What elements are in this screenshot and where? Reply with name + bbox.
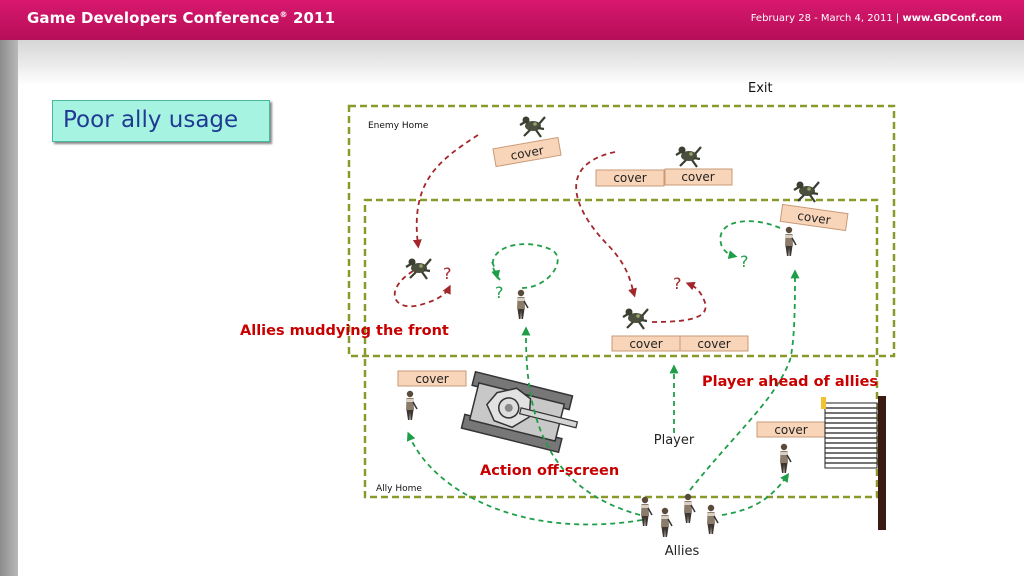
enemy-path-arrow xyxy=(393,270,451,308)
player-soldier-icon xyxy=(784,226,797,257)
conference-header: Game Developers Conference® 2011 Februar… xyxy=(0,0,1024,40)
cover-block: cover xyxy=(397,370,467,387)
cover-label: cover xyxy=(697,337,730,351)
ally-home-label: Ally Home xyxy=(376,484,422,494)
conference-dates: February 28 - March 4, 2011 | www.GDConf… xyxy=(751,13,1002,24)
conference-name: Game Developers Conference xyxy=(27,9,280,27)
ally-path-arrow xyxy=(721,473,790,516)
conference-year: 2011 xyxy=(292,9,336,27)
enemy-home-label: Enemy Home xyxy=(368,121,429,131)
dates-text: February 28 - March 4, 2011 | xyxy=(750,13,900,24)
wall-barrier xyxy=(821,396,886,530)
cover-block: cover xyxy=(595,169,665,187)
question-mark: ? xyxy=(740,252,749,271)
question-mark: ? xyxy=(443,264,452,283)
conference-site: www.GDConf.com xyxy=(902,13,1002,24)
conference-title: Game Developers Conference® 2011 xyxy=(27,9,335,27)
enemy-path-arrow xyxy=(575,151,637,298)
ally-path-arrow xyxy=(406,431,643,526)
ally-soldier-icon xyxy=(640,496,653,527)
question-mark: ? xyxy=(673,274,682,293)
ally-soldier-icon xyxy=(706,504,719,535)
cover-label: cover xyxy=(415,372,448,386)
cover-block: cover xyxy=(664,168,733,186)
ally-home-zone xyxy=(363,198,879,499)
enemy-path-arrow xyxy=(651,281,707,323)
cover-label: cover xyxy=(613,171,646,185)
player-label: Player xyxy=(654,433,695,448)
annotation-action-offscreen: Action off-screen xyxy=(480,463,619,479)
header-shadow-strip xyxy=(0,40,1024,86)
ally-path-arrow xyxy=(491,261,501,280)
cover-label: cover xyxy=(510,143,545,163)
cover-label: cover xyxy=(774,423,807,437)
enemy-alien-icon xyxy=(674,145,703,169)
ally-soldier-icon xyxy=(516,289,529,320)
player-path-arrow xyxy=(689,269,800,491)
left-accent-bar xyxy=(0,40,18,576)
ally-path-arrow xyxy=(719,220,781,260)
ally-soldier-icon xyxy=(405,390,418,421)
ally-path-arrow xyxy=(521,326,641,516)
enemy-alien-icon xyxy=(621,307,650,331)
cover-block: cover xyxy=(679,335,749,352)
cover-label: cover xyxy=(681,170,714,184)
exit-label: Exit xyxy=(748,81,773,96)
tank-icon xyxy=(460,370,579,454)
registered-mark: ® xyxy=(279,10,288,19)
slide-title-box: Poor ally usage xyxy=(52,100,270,142)
cover-block: cover xyxy=(756,421,826,438)
enemy-path-arrow xyxy=(412,134,479,249)
slide-title: Poor ally usage xyxy=(63,107,239,133)
ally-soldier-icon xyxy=(660,507,673,538)
enemy-alien-icon xyxy=(518,115,547,139)
cover-label: cover xyxy=(797,209,832,228)
enemy-alien-icon xyxy=(404,257,433,281)
ally-soldier-icon xyxy=(779,443,792,474)
annotation-player-ahead: Player ahead of allies xyxy=(702,374,878,390)
cover-block: cover xyxy=(611,335,681,352)
enemy-home-zone xyxy=(347,104,896,358)
ally-path xyxy=(492,243,559,289)
allies-label: Allies xyxy=(665,544,700,559)
cover-block: cover xyxy=(492,136,562,168)
question-mark: ? xyxy=(495,283,504,302)
annotation-allies-muddying: Allies muddying the front xyxy=(240,323,449,339)
cover-label: cover xyxy=(629,337,662,351)
cover-block: cover xyxy=(779,203,849,232)
